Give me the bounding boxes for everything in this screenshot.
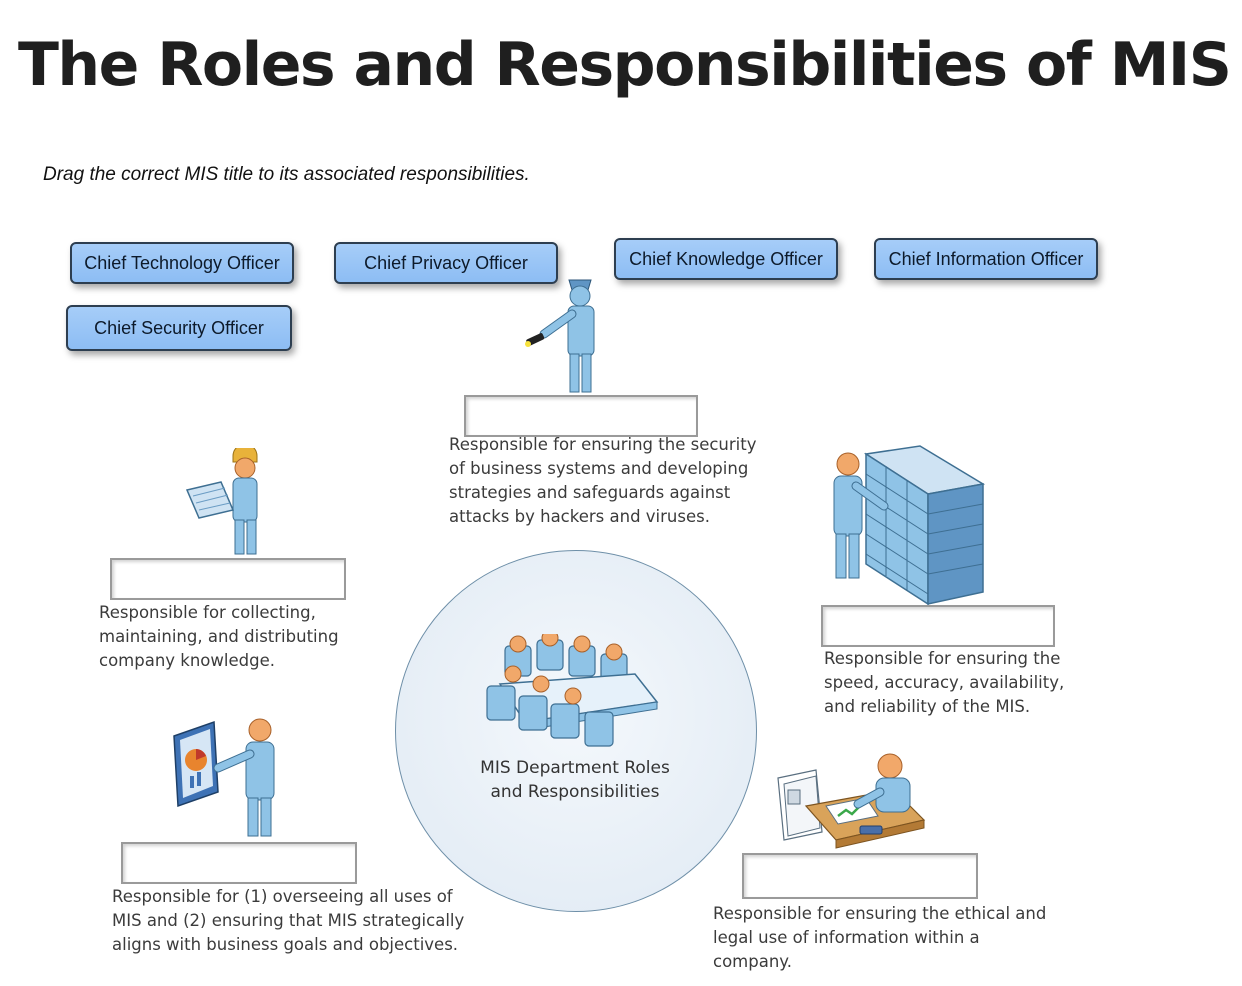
meeting-table-icon — [486, 634, 659, 747]
engineer-with-blueprint-icon — [185, 448, 258, 555]
description-technology: Responsible for ensuring the speed, accu… — [824, 649, 1065, 716]
chip-chief-privacy-officer[interactable]: Chief Privacy Officer — [334, 242, 558, 284]
drop-zone-technology[interactable] — [821, 605, 1055, 647]
drop-zone-knowledge[interactable] — [110, 558, 346, 600]
chip-chief-information-officer[interactable]: Chief Information Officer — [874, 238, 1098, 280]
drop-zone-privacy[interactable] — [742, 853, 978, 899]
drop-zone-security[interactable] — [464, 395, 698, 437]
chip-chief-knowledge-officer[interactable]: Chief Knowledge Officer — [614, 238, 838, 280]
chip-chief-security-officer[interactable]: Chief Security Officer — [66, 305, 292, 351]
instruction-text: Drag the correct MIS title to its associ… — [43, 164, 530, 185]
description-knowledge: Responsible for collecting, maintaining,… — [99, 603, 339, 670]
chip-chief-technology-officer[interactable]: Chief Technology Officer — [70, 242, 294, 284]
security-guard-icon — [525, 279, 595, 393]
page-title: The Roles and Responsibilities of MIS — [18, 30, 1232, 100]
server-rack-icon — [833, 445, 986, 606]
presenter-with-chart-icon — [173, 718, 275, 837]
description-privacy: Responsible for ensuring the ethical and… — [713, 904, 1047, 971]
desk-worker-documents-icon — [777, 753, 926, 849]
drop-zone-information[interactable] — [121, 842, 357, 884]
description-information: Responsible for (1) overseeing all uses … — [112, 887, 465, 954]
description-security: Responsible for ensuring the security of… — [449, 435, 757, 526]
